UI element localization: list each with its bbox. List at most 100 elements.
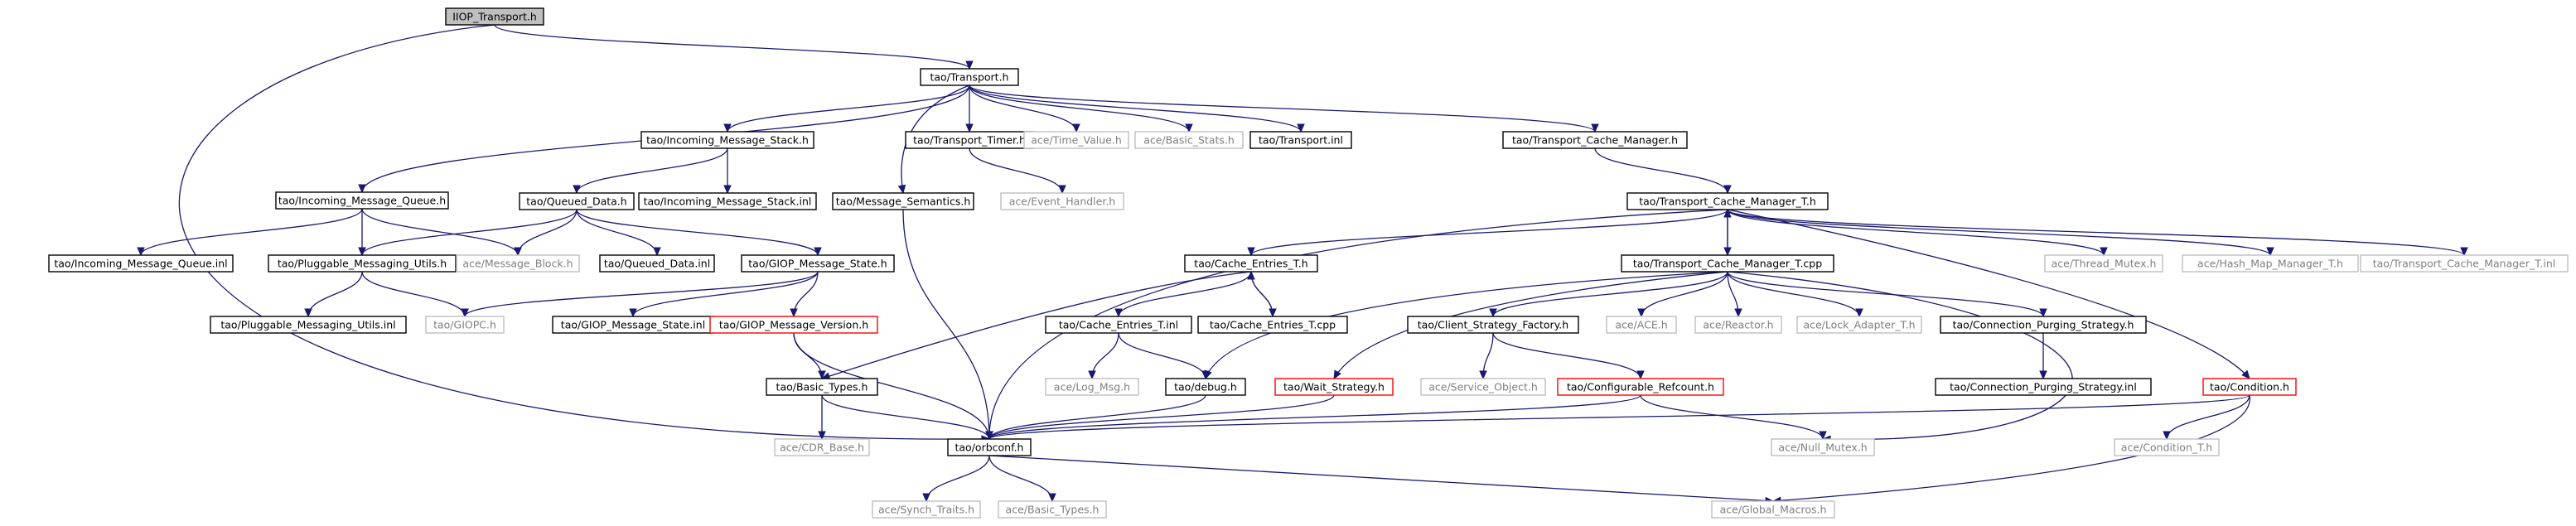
edge-tao_transport_h-to-tao_incoming_message_stack_h <box>723 84 970 133</box>
node-label: tao/Pluggable_Messaging_Utils.h <box>278 258 447 270</box>
edge-tao_orbconf_h-to-ace_synch_traits_h <box>922 455 990 503</box>
node-tao_transport_cache_manager_t_cpp[interactable]: tao/Transport_Cache_Manager_T.cpp <box>1621 254 1834 273</box>
edge-tao_basic_types_h-to-ace_cdr_base_h <box>818 395 826 441</box>
node-box <box>268 254 457 273</box>
node-ace_global_macros_h[interactable]: ace/Global_Macros.h <box>1711 500 1835 519</box>
node-tao_giop_message_state_inl[interactable]: tao/GIOP_Message_State.inl <box>552 316 714 334</box>
edge-tao_queued_data_h-to-tao_pluggable_messaging_utils_h <box>358 209 578 257</box>
node-ace_thread_mutex_h[interactable]: ace/Thread_Mutex.h <box>2044 254 2163 273</box>
node-box <box>1606 316 1677 334</box>
node-box <box>920 68 1019 86</box>
node-box <box>709 316 878 334</box>
node-box <box>766 378 878 396</box>
edge-tao_configurable_refcount_h-to-ace_null_mutex_h <box>1640 394 1827 441</box>
edge-tao_transport_cache_manager_t_h-to-ace_thread_mutex_h <box>1727 209 2108 257</box>
node-ace_event_handler_h[interactable]: ace/Event_Handler.h <box>1000 192 1124 210</box>
node-box <box>1771 438 1875 456</box>
node-tao_connection_purging_strategy_h[interactable]: tao/Connection_Purging_Strategy.h <box>1940 316 2147 334</box>
node-ace_condition_t_h[interactable]: ace/Condition_T.h <box>2114 438 2220 456</box>
node-ace_time_value_h[interactable]: ace/Time_Value.h <box>1023 131 1129 149</box>
node-label: ace/Condition_T.h <box>2121 442 2212 454</box>
node-label: ace/CDR_Base.h <box>780 442 864 454</box>
node-tao_client_strategy_factory_h[interactable]: tao/Client_Strategy_Factory.h <box>1407 316 1579 334</box>
node-box <box>1626 192 1829 210</box>
node-ace_synch_traits_h[interactable]: ace/Synch_Traits.h <box>872 500 981 519</box>
node-ace_cdr_base_h[interactable]: ace/CDR_Base.h <box>774 438 870 456</box>
node-label: ace/Lock_Adapter_T.h <box>1803 319 1915 331</box>
node-box <box>48 254 234 273</box>
node-box <box>1935 378 2152 396</box>
node-tao_basic_types_h[interactable]: tao/Basic_Types.h <box>766 378 878 396</box>
node-ace_null_mutex_h[interactable]: ace/Null_Mutex.h <box>1771 438 1875 456</box>
edge-tao_connection_purging_strategy_h-to-tao_connection_purging_strategy_inl <box>2039 332 2047 380</box>
node-label: tao/Connection_Purging_Strategy.inl <box>1950 381 2137 393</box>
edge-tao_transport_cache_manager_t_h-to-ace_hash_map_manager_t_h <box>1727 209 2274 257</box>
edge-tao_transport_cache_manager_t_cpp-to-tao_wait_strategy_h <box>1333 271 1728 380</box>
node-ace_service_object_h[interactable]: ace/Service_Object.h <box>1420 378 1546 396</box>
node-ace_hash_map_manager_t_h[interactable]: ace/Hash_Map_Manager_T.h <box>2182 254 2359 273</box>
node-tao_giop_message_version_h[interactable]: tao/GIOP_Message_Version.h <box>709 316 878 334</box>
node-label: tao/Cache_Entries_T.cpp <box>1210 319 1336 331</box>
node-box <box>638 192 817 210</box>
node-box <box>599 254 715 273</box>
node-box <box>425 316 505 334</box>
node-tao_cache_entries_t_inl[interactable]: tao/Cache_Entries_T.inl <box>1045 316 1192 334</box>
node-box <box>1165 378 1246 396</box>
node-tao_message_semantics_h[interactable]: tao/Message_Semantics.h <box>832 192 974 210</box>
node-tao_transport_cache_manager_t_h[interactable]: tao/Transport_Cache_Manager_T.h <box>1626 192 1829 210</box>
node-tao_giopc_h[interactable]: tao/GIOPC.h <box>425 316 505 334</box>
node-ace_basic_types_h[interactable]: ace/Basic_Types.h <box>998 500 1107 519</box>
node-box <box>872 500 981 519</box>
node-label: tao/GIOP_Message_State.inl <box>561 319 705 331</box>
node-ace_log_msg_h[interactable]: ace/Log_Msg.h <box>1045 378 1139 396</box>
node-ace_basic_stats_h[interactable]: ace/Basic_Stats.h <box>1134 131 1244 149</box>
node-label: tao/Condition.h <box>2210 381 2289 393</box>
node-ace_message_block_h[interactable]: ace/Message_Block.h <box>456 254 580 273</box>
node-box <box>2114 438 2220 456</box>
node-tao_incoming_message_queue_h[interactable]: tao/Incoming_Message_Queue.h <box>275 191 449 210</box>
node-label: IIOP_Transport.h <box>452 11 537 23</box>
node-tao_wait_strategy_h[interactable]: tao/Wait_Strategy.h <box>1274 378 1394 396</box>
node-box <box>275 191 449 210</box>
node-ace_ace_h[interactable]: ace/ACE.h <box>1606 316 1677 334</box>
edge-tao_orbconf_h-to-ace_basic_types_h <box>988 455 1056 503</box>
edge-tao_transport_cache_manager_t_cpp-to-tao_client_strategy_factory_h <box>1489 271 1728 318</box>
node-tao_transport_h[interactable]: tao/Transport.h <box>920 68 1019 86</box>
node-tao_debug_h[interactable]: tao/debug.h <box>1165 378 1246 396</box>
node-tao_cache_entries_t_h[interactable]: tao/Cache_Entries_T.h <box>1184 254 1318 273</box>
node-box <box>1621 254 1834 273</box>
node-label: tao/Transport_Timer.h <box>913 134 1026 147</box>
node-tao_incoming_message_queue_inl[interactable]: tao/Incoming_Message_Queue.inl <box>48 254 234 273</box>
node-tao_queued_data_inl[interactable]: tao/Queued_Data.inl <box>599 254 715 273</box>
node-tao_configurable_refcount_h[interactable]: tao/Configurable_Refcount.h <box>1557 378 1724 396</box>
node-tao_queued_data_h[interactable]: tao/Queued_Data.h <box>519 192 635 210</box>
node-tao_pluggable_messaging_utils_h[interactable]: tao/Pluggable_Messaging_Utils.h <box>268 254 457 273</box>
node-box <box>1557 378 1724 396</box>
node-box <box>1249 131 1352 149</box>
node-ace_reactor_h[interactable]: ace/Reactor.h <box>1694 316 1782 334</box>
node-label: ace/Basic_Types.h <box>1006 504 1100 516</box>
edge-tao_configurable_refcount_h-to-tao_orbconf_h <box>985 394 1641 441</box>
node-box <box>2202 378 2297 396</box>
edge-tao_transport_cache_manager_t_cpp-to-ace_lock_adapter_t_h <box>1727 271 1863 318</box>
node-tao_cache_entries_t_cpp[interactable]: tao/Cache_Entries_T.cpp <box>1197 316 1348 334</box>
node-tao_incoming_message_stack_h[interactable]: tao/Incoming_Message_Stack.h <box>640 131 814 149</box>
node-tao_orbconf_h[interactable]: tao/orbconf.h <box>947 438 1032 456</box>
edge-tao_transport_h-to-ace_basic_stats_h <box>969 84 1193 133</box>
node-tao_giop_message_state_h[interactable]: tao/GIOP_Message_State.h <box>741 254 895 273</box>
node-tao_connection_purging_strategy_inl[interactable]: tao/Connection_Purging_Strategy.inl <box>1935 378 2152 396</box>
node-ace_lock_adapter_t_h[interactable]: ace/Lock_Adapter_T.h <box>1796 316 1922 334</box>
node-tao_incoming_message_stack_inl[interactable]: tao/Incoming_Message_Stack.inl <box>638 192 817 210</box>
node-tao_transport_cache_manager_t_inl[interactable]: tao/Transport_Cache_Manager_T.inl <box>2360 254 2569 273</box>
node-tao_pluggable_messaging_utils_inl[interactable]: tao/Pluggable_Messaging_Utils.inl <box>210 316 407 334</box>
edge-tao_queued_data_h-to-ace_message_block_h <box>514 209 578 257</box>
edge-tao_incoming_message_queue_h-to-ace_message_block_h <box>361 208 522 257</box>
node-iiop_transport_h[interactable]: IIOP_Transport.h <box>445 7 544 26</box>
node-tao_transport_inl[interactable]: tao/Transport.inl <box>1249 131 1352 149</box>
node-tao_condition_h[interactable]: tao/Condition.h <box>2202 378 2297 396</box>
node-tao_transport_cache_manager_h[interactable]: tao/Transport_Cache_Manager.h <box>1502 131 1688 149</box>
node-tao_transport_timer_h[interactable]: tao/Transport_Timer.h <box>905 131 1034 149</box>
node-label: ace/Basic_Stats.h <box>1143 134 1235 147</box>
edge-tao_cache_entries_t_inl-to-ace_log_msg_h <box>1088 332 1119 380</box>
edge-tao_transport_cache_manager_t_cpp-to-tao_transport_cache_manager_t_h <box>1723 208 1732 256</box>
